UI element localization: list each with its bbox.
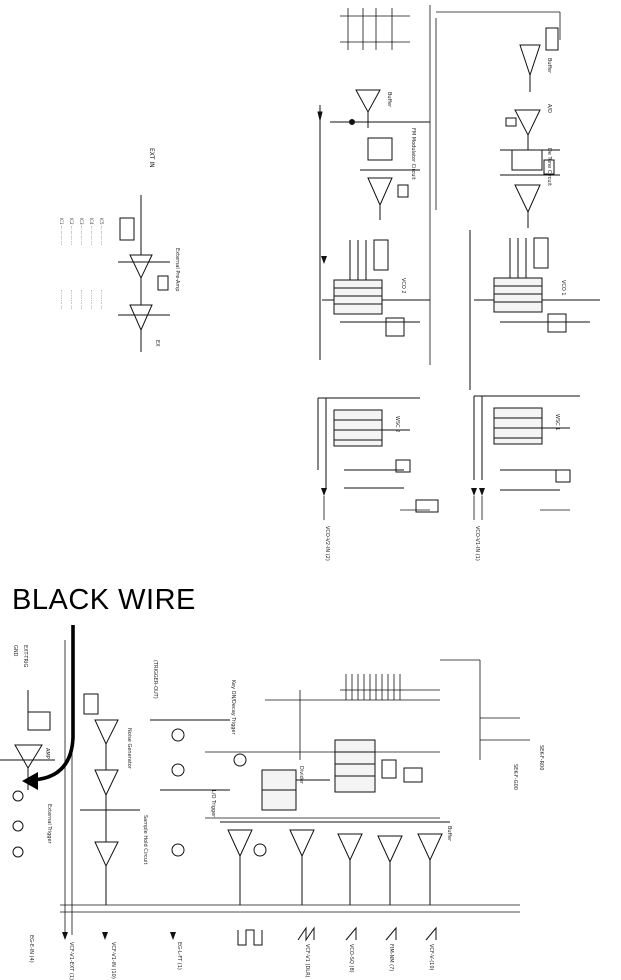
ext-trig-connector-label: EXT-TRIG (22, 645, 28, 667)
svg-text:IC4 ··· ··· ··· ···: IC4 ··· ··· ··· ··· (89, 218, 94, 245)
ext-preamp-label: External Pre-Amp (174, 248, 180, 291)
output-arrows-upper (321, 256, 485, 496)
vco2-ic (322, 239, 430, 337)
gnd-label: GND (12, 645, 18, 657)
svg-text:··· ··· ··· ···: ··· ··· ··· ··· (59, 290, 64, 309)
de-tune-label: De Tune Circuit (546, 148, 552, 186)
fm-mod-label: FM Modulator Circuit (410, 128, 416, 180)
sh-circuit-label: Sample Hold Circuit (142, 815, 148, 864)
output-arrows-lower (62, 932, 176, 940)
buffer-mid-label: Buffer (386, 92, 392, 108)
amp-label: AMP (44, 748, 50, 759)
vcf-dlr-label: VCF-V1 (DLR) (304, 944, 310, 978)
output-opamps-row (220, 821, 450, 905)
vcf-vco-label: VCF-V-(10) (428, 944, 434, 971)
noise-gen-label: Noise Generator (126, 728, 132, 770)
svg-text:IC2 ··· ··· ··· ···: IC2 ··· ··· ··· ··· (69, 218, 74, 245)
lfo-trigger-label: L/O Trigger (210, 790, 216, 818)
vco2-label: VCO 2 (400, 278, 406, 294)
connector-bus-right (340, 659, 530, 760)
vco1-label: VCO 1 (560, 280, 566, 296)
vcf-ext-label: VCF-V1-EXT (1) (68, 942, 74, 980)
top-power-rails (340, 5, 561, 365)
fm-modulator (360, 137, 420, 220)
key-on-trig-label: Key ON/Decay Trigger (230, 680, 236, 735)
vcf-in-label: VCF-V1-IN (10) (110, 942, 116, 979)
ex-in-label: EX (154, 340, 160, 347)
svg-text:IC3 ··· ··· ··· ···: IC3 ··· ··· ··· ··· (79, 218, 84, 245)
black-wire-arrow (22, 625, 75, 790)
svg-text:··· ··· ··· ···: ··· ··· ··· ··· (69, 290, 74, 309)
vco-sq-label: VCO-SQ (8) (348, 944, 354, 973)
fim-nm-label: FIM-NM (7) (388, 944, 394, 971)
trigger-transistors (150, 719, 267, 857)
eg-lft-label: EG-L-FT (1) (176, 942, 182, 970)
external-preamp (118, 195, 170, 352)
noise-generator (80, 693, 140, 905)
wsc1-ic (473, 395, 580, 491)
ext-trigger-label: External Trigger (46, 804, 52, 845)
vcf-ic (334, 739, 423, 793)
wsc2-label: WSC 2 (394, 416, 400, 432)
vco1-ic (469, 230, 600, 390)
black-wire-annotation: BLACK WIRE (12, 584, 196, 616)
adc-label: A/D (546, 104, 552, 113)
buffer-mid-amp (317, 89, 430, 360)
vcf-buffer-label: Buffer (446, 826, 452, 842)
output-leads-upper (323, 496, 570, 520)
sek-right-label: SEK-F-R00 (538, 745, 544, 770)
buffer-top-label: Buffer (546, 58, 552, 74)
wsc1-label: WSC 1 (554, 414, 560, 430)
svg-text:··· ··· ··· ···: ··· ··· ··· ··· (99, 290, 104, 309)
waveform-symbols (237, 926, 437, 946)
eg-ein-label: EG-E-IN (4) (28, 935, 34, 963)
svg-text:IC5 ··· ··· ··· ···: IC5 ··· ··· ··· ··· (99, 218, 104, 245)
trigger-out-label: (TRIGGER-OUT) (152, 660, 158, 699)
ic-pin-table: IC1 ··· ··· ··· ··· IC2 ··· ··· ··· ··· … (59, 218, 104, 309)
vco-v1-label: VCO-V1-IN (1) (474, 526, 480, 561)
vco-v2-label: VCO-V2-IN (2) (324, 526, 330, 561)
svg-text:IC1 ··· ··· ··· ···: IC1 ··· ··· ··· ··· (59, 218, 64, 245)
svg-text:··· ··· ··· ···: ··· ··· ··· ··· (79, 290, 84, 309)
wsc2-ic (317, 397, 439, 513)
svg-text:··· ··· ··· ···: ··· ··· ··· ··· (89, 290, 94, 309)
sl-right-label: SEK-F-G00 (512, 764, 518, 790)
bottom-power-rails (60, 640, 520, 935)
divider-block (261, 769, 330, 811)
divider-label: Divider (298, 766, 304, 785)
ext-in-label: EXT IN (148, 148, 155, 168)
de-tune-circuit (500, 149, 560, 228)
